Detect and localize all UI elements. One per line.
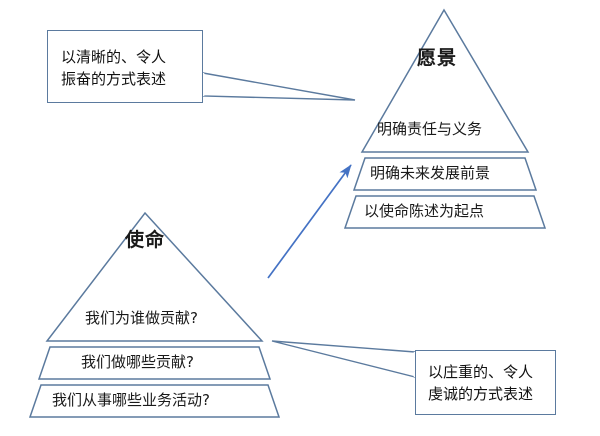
vision-callout-text: 以清晰的、令人 振奋的方式表述	[61, 48, 167, 88]
mission-pyramid-top-triangle	[45, 211, 264, 342]
mission-pyramid-title: 使命	[125, 229, 166, 251]
mission-pyramid-tier-3	[28, 384, 281, 418]
mission-callout-box[interactable]: 以庄重的、令人 虔诚的方式表述	[415, 350, 556, 415]
vision-pyramid-tier-2	[352, 157, 538, 191]
mission-pyramid-tier-2	[37, 346, 272, 380]
mission-to-vision-arrow	[267, 164, 352, 279]
mission-tier-3-label: 我们从事哪些业务活动?	[52, 391, 210, 409]
vision-pyramid	[343, 8, 547, 229]
vision-tier-3-label: 以使命陈述为起点	[364, 202, 485, 220]
vision-tier-2-label: 明确未来发展前景	[370, 164, 491, 182]
vision-pyramid-title: 愿景	[417, 47, 458, 69]
mission-callout-tail	[271, 340, 416, 378]
vision-pyramid-tier-3	[343, 195, 547, 229]
vision-callout-box[interactable]: 以清晰的、令人 振奋的方式表述	[47, 30, 203, 103]
vision-callout-tail	[202, 72, 356, 101]
mission-tier-1-label: 我们为谁做贡献?	[85, 309, 198, 327]
mission-callout-text: 以庄重的、令人 虔诚的方式表述	[428, 363, 534, 403]
vision-pyramid-top-triangle	[360, 8, 530, 153]
mission-pyramid	[28, 211, 281, 418]
mission-tier-2-label: 我们做哪些贡献?	[81, 353, 194, 371]
vision-tier-1-label: 明确责任与义务	[377, 120, 483, 138]
